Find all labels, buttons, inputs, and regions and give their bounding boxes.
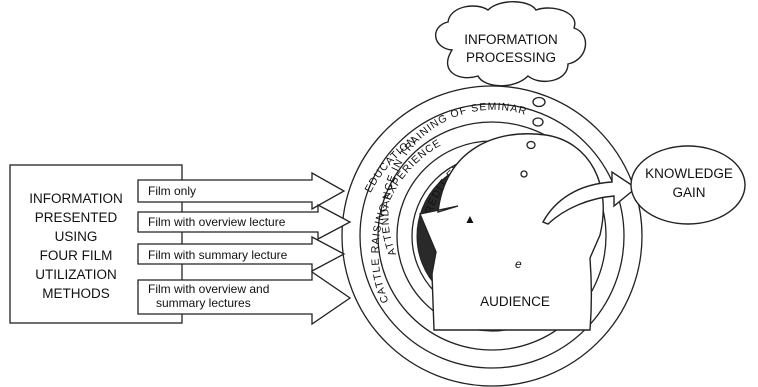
- outer-ring-inner: [359, 103, 625, 369]
- info-line: METHODS: [42, 286, 110, 301]
- outer-ring-outer: [341, 85, 643, 387]
- thought-bubble: [520, 170, 528, 178]
- audience-label: AUDIENCE: [480, 294, 550, 309]
- method-arrow-summary: [137, 235, 346, 273]
- info-line: UTILIZATION: [35, 267, 117, 282]
- method-arrow-overview-and-summary: [137, 270, 352, 326]
- head-eye: ▲: [464, 212, 476, 226]
- method-label-summary: Film with summary lecture: [148, 248, 288, 262]
- head-silhouette: [419, 133, 604, 331]
- thought-bubble: [532, 117, 544, 127]
- info-line: INFORMATION: [29, 191, 123, 206]
- method-label-overview-and-summary: Film with overview and: [148, 282, 269, 296]
- method-arrows: Film only Film with overview lecture Fil…: [137, 171, 352, 326]
- thought-bubble: [532, 96, 546, 108]
- cloud-line: INFORMATION: [464, 32, 558, 47]
- info-line: PRESENTED: [35, 210, 118, 225]
- information-processing-cloud: INFORMATION PROCESSING: [435, 1, 587, 178]
- knowledge-line: GAIN: [672, 185, 705, 200]
- ear-icon: e: [515, 257, 522, 271]
- thought-bubble: [526, 140, 536, 150]
- audience-head: ▲ e AUDIENCE: [419, 133, 604, 331]
- method-arrow-film-only: [137, 171, 346, 211]
- info-line: USING: [55, 229, 98, 244]
- knowledge-gain: KNOWLEDGE GAIN: [542, 145, 746, 225]
- method-arrow-overview: [137, 203, 352, 241]
- info-line: FOUR FILM: [40, 248, 113, 263]
- knowledge-oval: [630, 145, 746, 225]
- ring-separator-2: [377, 121, 607, 351]
- cloud-shape: [435, 1, 587, 87]
- cloud-line: PROCESSING: [466, 50, 556, 65]
- knowledge-line: KNOWLEDGE: [645, 166, 733, 181]
- method-label-film-only: Film only: [148, 184, 196, 198]
- method-label-overview: Film with overview lecture: [148, 215, 286, 229]
- method-label-overview-and-summary: summary lectures: [156, 296, 251, 310]
